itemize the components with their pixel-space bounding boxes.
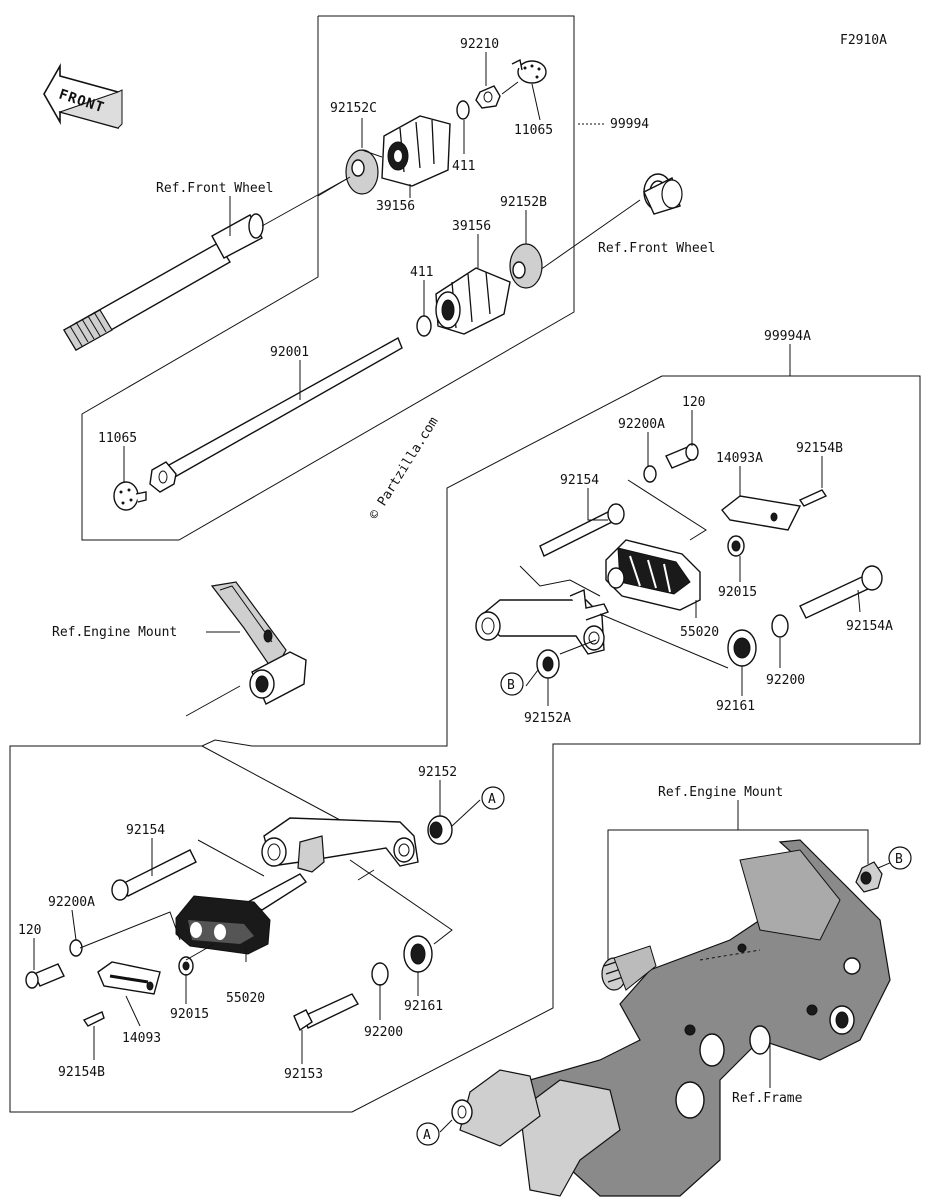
slider-39156-lower <box>435 267 511 335</box>
spacer-92152C <box>345 149 383 195</box>
label-120-top: 120 <box>682 395 705 410</box>
bolt-92154A <box>799 565 883 619</box>
spacer-92161-right <box>727 629 757 667</box>
label-99994: 99994 <box>610 117 649 132</box>
label-92200A-bot: 92200A <box>48 895 95 910</box>
label-ref-front-wheel-left: Ref.Front Wheel <box>156 181 273 196</box>
engine-mount-bolt-right <box>601 945 657 991</box>
spacer-92161-left <box>403 935 433 973</box>
svg-text:A: A <box>423 1128 431 1143</box>
collar-92015-right <box>727 535 745 557</box>
clip-11065-lower <box>113 481 147 511</box>
svg-text:A: A <box>488 792 496 807</box>
callout-b-right: B <box>888 846 912 870</box>
label-14093: 14093 <box>122 1031 161 1046</box>
label-ref-front-wheel-right: Ref.Front Wheel <box>598 241 715 256</box>
label-92161-top: 92161 <box>716 699 755 714</box>
washer-92200-right <box>771 614 789 638</box>
frame-ref <box>451 839 891 1197</box>
kit-99994A-border <box>9 375 921 1113</box>
label-92152C: 92152C <box>330 101 377 116</box>
label-92154B-top: 92154B <box>796 441 843 456</box>
svg-text:B: B <box>895 852 903 867</box>
bolt-92153 <box>293 993 359 1032</box>
slider-arm-left <box>246 817 419 911</box>
label-92153: 92153 <box>284 1067 323 1082</box>
label-411-mid: 411 <box>410 265 433 280</box>
wheel-spacer-92152-right <box>643 173 683 215</box>
spacer-92152-left <box>427 815 453 845</box>
nut-92210 <box>475 85 501 109</box>
front-arrow-icon: FRONT <box>43 62 123 130</box>
figure-code: F2910A <box>840 33 887 48</box>
label-ref-engine-mount-right: Ref.Engine Mount <box>658 785 783 800</box>
bolt-92154-right <box>539 503 625 557</box>
label-411-top: 411 <box>452 159 475 174</box>
callout-a-lower: A <box>416 1122 440 1146</box>
slider-arm-right <box>475 588 609 655</box>
label-39156-top: 39156 <box>376 199 415 214</box>
callout-b-left: B <box>500 672 524 696</box>
label-ref-frame: Ref.Frame <box>732 1091 803 1106</box>
label-14093A: 14093A <box>716 451 763 466</box>
label-55020-top: 55020 <box>680 625 719 640</box>
label-39156-mid: 39156 <box>452 219 491 234</box>
label-55020-bot: 55020 <box>226 991 265 1006</box>
label-92152: 92152 <box>418 765 457 780</box>
slider-39156-upper <box>381 115 451 187</box>
plate-14093 <box>82 961 161 1027</box>
label-92154A: 92154A <box>846 619 893 634</box>
label-11065-left: 11065 <box>98 431 137 446</box>
slider-55020-left <box>175 895 271 955</box>
label-ref-engine-mount-left: Ref.Engine Mount <box>52 625 177 640</box>
label-92001: 92001 <box>270 345 309 360</box>
label-92154-top: 92154 <box>560 473 599 488</box>
washer-92200A-right <box>643 465 657 483</box>
label-92154B-bot: 92154B <box>58 1065 105 1080</box>
watermark: © Partzilla.com <box>367 414 442 522</box>
svg-text:© Partzilla.com: © Partzilla.com <box>367 414 442 522</box>
label-92154-bot: 92154 <box>126 823 165 838</box>
clip-11065-upper <box>511 58 547 84</box>
engine-mount-ref-left <box>210 581 307 705</box>
label-92015-bot: 92015 <box>170 1007 209 1022</box>
label-92015-top: 92015 <box>718 585 757 600</box>
leader-lines <box>33 52 893 1133</box>
bolt-92154-left <box>111 849 197 901</box>
slider-55020-right <box>605 539 701 611</box>
part-labels: 92210 92152C 11065 99994 411 39156 Ref.F… <box>18 37 893 1106</box>
front-axle <box>63 176 351 351</box>
spacer-92152A <box>536 649 560 679</box>
bolt-120-left <box>25 963 65 989</box>
label-92152B: 92152B <box>500 195 547 210</box>
washer-411-upper <box>456 100 470 120</box>
engine-mount-collar-right <box>855 861 883 893</box>
svg-text:B: B <box>507 678 515 693</box>
plate-14093A <box>721 489 828 531</box>
label-99994A: 99994A <box>764 329 811 344</box>
label-92200A-top: 92200A <box>618 417 665 432</box>
bolt-120-right <box>665 443 699 469</box>
callout-a-upper: A <box>481 786 505 810</box>
label-92161-bot: 92161 <box>404 999 443 1014</box>
rod-92001 <box>149 337 403 493</box>
spacer-92152B <box>509 243 543 289</box>
label-92200-bot: 92200 <box>364 1025 403 1040</box>
kit-99994-border <box>81 15 575 541</box>
label-11065-top: 11065 <box>514 123 553 138</box>
washer-92200-left <box>371 962 389 986</box>
label-92210: 92210 <box>460 37 499 52</box>
label-120-bot: 120 <box>18 923 41 938</box>
label-92152A: 92152A <box>524 711 571 726</box>
label-92200-top: 92200 <box>766 673 805 688</box>
washer-411-lower <box>416 315 432 337</box>
